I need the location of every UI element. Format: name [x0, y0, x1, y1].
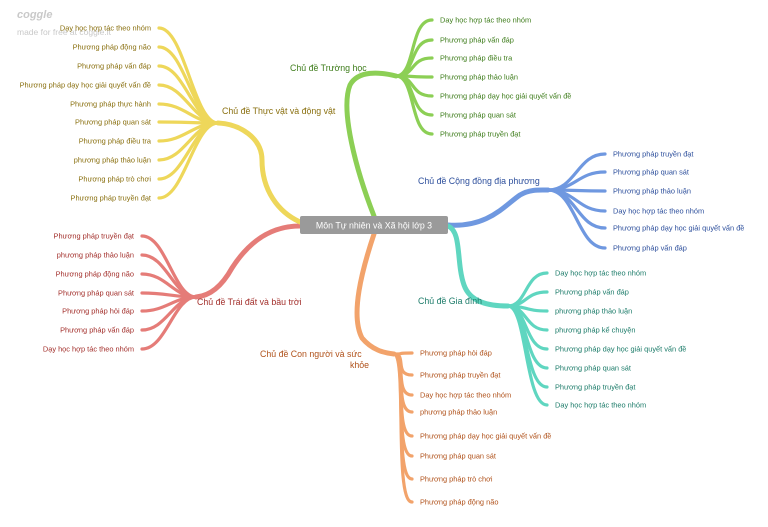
branch-line-truong-hoc: [344, 70, 399, 219]
branch-label-trai-dat[interactable]: Chủ đề Trái đất và bầu trời: [197, 297, 302, 307]
leaf-label-trai-dat[interactable]: phương pháp thảo luận: [57, 251, 134, 260]
leaf-label-cong-dong[interactable]: Phương pháp vấn đáp: [613, 244, 687, 253]
central-node-label: Môn Tự nhiên và Xã hội lớp 3: [316, 221, 432, 231]
leaf-label-cong-dong[interactable]: Phương pháp dạy học giải quyết vấn đề: [613, 224, 744, 233]
leaf-label-con-nguoi[interactable]: Phương pháp quan sát: [420, 452, 496, 461]
leaf-label-trai-dat[interactable]: Phương pháp quan sát: [58, 289, 134, 298]
leaf-label-truong-hoc[interactable]: Phương pháp vấn đáp: [440, 36, 514, 45]
leaf-label-gia-dinh[interactable]: Phương pháp vấn đáp: [555, 288, 629, 297]
leaf-line: [140, 295, 198, 351]
leaf-label-gia-dinh[interactable]: Phương pháp dạy học giải quyết vấn đề: [555, 345, 686, 354]
branch-label-cong-dong[interactable]: Chủ đề Cộng đồng địa phương: [418, 176, 540, 186]
branch-label-thuc-vat[interactable]: Chủ đề Thực vật và động vật: [222, 106, 336, 116]
leaf-line: [506, 304, 549, 407]
leaf-label-truong-hoc[interactable]: Phương pháp điều tra: [440, 54, 513, 63]
leaf-line: [140, 234, 198, 299]
leaf-label-cong-dong[interactable]: Phương pháp thảo luận: [613, 187, 691, 196]
branch-label-line: Chủ đề Con người và sức: [260, 349, 362, 359]
leaf-label-con-nguoi[interactable]: Day học hợp tác theo nhóm: [420, 391, 511, 400]
leaf-label-con-nguoi[interactable]: Phương pháp hỏi đáp: [420, 349, 492, 358]
leaf-label-gia-dinh[interactable]: Day học hợp tác theo nhóm: [555, 269, 646, 278]
leaf-line: [394, 74, 434, 136]
leaf-label-thuc-vat[interactable]: Phương pháp điều tra: [79, 137, 152, 146]
branch-label-line: khỏe: [350, 360, 369, 370]
branch-line-gia-dinh: [445, 223, 511, 309]
leaf-label-thuc-vat[interactable]: Phương pháp động não: [73, 43, 151, 52]
leaf-label-gia-dinh[interactable]: phương pháp kể chuyện: [555, 326, 635, 335]
leaf-label-con-nguoi[interactable]: Phương pháp trò chơi: [420, 475, 493, 484]
coggle-watermark-text: made for free at coggle.it: [17, 27, 112, 37]
central-node-box: [300, 216, 448, 234]
leaf-label-gia-dinh[interactable]: Phương pháp truyền đạt: [555, 383, 635, 392]
leaf-label-thuc-vat[interactable]: Phương pháp trò chơi: [78, 175, 151, 184]
leaf-label-cong-dong[interactable]: Phương pháp quan sát: [613, 168, 689, 177]
leaf-line: [506, 290, 549, 308]
leaf-label-trai-dat[interactable]: Phương pháp vấn đáp: [60, 326, 134, 335]
coggle-logo: coggle: [17, 9, 53, 21]
branch-line-trai-dat: [193, 223, 303, 300]
central-node[interactable]: Môn Tự nhiên và Xã hội lớp 3: [300, 216, 448, 234]
branch-label-truong-hoc[interactable]: Chủ đề Trường học: [290, 63, 367, 73]
leaf-label-trai-dat[interactable]: Phương pháp truyền đạt: [54, 232, 134, 241]
leaf-line: [506, 271, 549, 308]
leaf-label-con-nguoi[interactable]: phương pháp thảo luận: [420, 408, 497, 417]
leaf-label-truong-hoc[interactable]: Phương pháp dạy học giải quyết vấn đề: [440, 92, 571, 101]
leaf-label-thuc-vat[interactable]: Phương pháp vấn đáp: [77, 62, 151, 71]
leaf-label-con-nguoi[interactable]: Phương pháp dạy học giải quyết vấn đề: [420, 432, 551, 441]
leaf-label-thuc-vat[interactable]: Phương pháp quan sát: [75, 118, 151, 127]
leaf-label-cong-dong[interactable]: Day học hợp tác theo nhóm: [613, 207, 704, 216]
leaf-label-trai-dat[interactable]: Phương pháp động não: [56, 270, 134, 279]
leaf-line: [546, 188, 607, 250]
leaf-label-gia-dinh[interactable]: Phương pháp quan sát: [555, 364, 631, 373]
leaf-label-cong-dong[interactable]: Phương pháp truyền đạt: [613, 150, 693, 159]
leaf-label-trai-dat[interactable]: Dạy học hợp tác theo nhóm: [43, 345, 134, 354]
leaf-label-thuc-vat[interactable]: Phương pháp thực hành: [70, 100, 151, 109]
leaf-line: [392, 352, 414, 504]
leaf-label-thuc-vat[interactable]: Dạy học hợp tác theo nhóm: [60, 24, 151, 33]
leaf-label-gia-dinh[interactable]: phương pháp thảo luận: [555, 307, 632, 316]
leaf-label-thuc-vat[interactable]: phương pháp thảo luận: [74, 156, 151, 165]
branch-line-cong-dong: [445, 187, 551, 228]
leaf-label-truong-hoc[interactable]: Phương pháp truyền đạt: [440, 130, 520, 139]
branch-line-con-nguoi: [354, 231, 397, 357]
branch-label-gia-dinh[interactable]: Chủ đề Gia đình: [418, 296, 482, 306]
leaf-label-gia-dinh[interactable]: Day học hợp tác theo nhóm: [555, 401, 646, 410]
leaf-line: [157, 26, 220, 125]
leaf-label-truong-hoc[interactable]: Day học hợp tác theo nhóm: [440, 16, 531, 25]
leaf-label-trai-dat[interactable]: Phương pháp hỏi đáp: [62, 307, 134, 316]
leaf-line: [157, 121, 220, 200]
leaf-label-truong-hoc[interactable]: Phương pháp thảo luận: [440, 73, 518, 82]
branch-line-thuc-vat: [215, 120, 303, 225]
leaf-label-truong-hoc[interactable]: Phương pháp quan sát: [440, 111, 516, 120]
leaf-label-con-nguoi[interactable]: Phương pháp truyền đạt: [420, 371, 500, 380]
leaf-label-thuc-vat[interactable]: Phương pháp truyền đạt: [71, 194, 151, 203]
leaf-label-thuc-vat[interactable]: Phương pháp dạy học giải quyết vấn đề: [20, 81, 151, 90]
leaf-label-con-nguoi[interactable]: Phương pháp động não: [420, 498, 498, 507]
